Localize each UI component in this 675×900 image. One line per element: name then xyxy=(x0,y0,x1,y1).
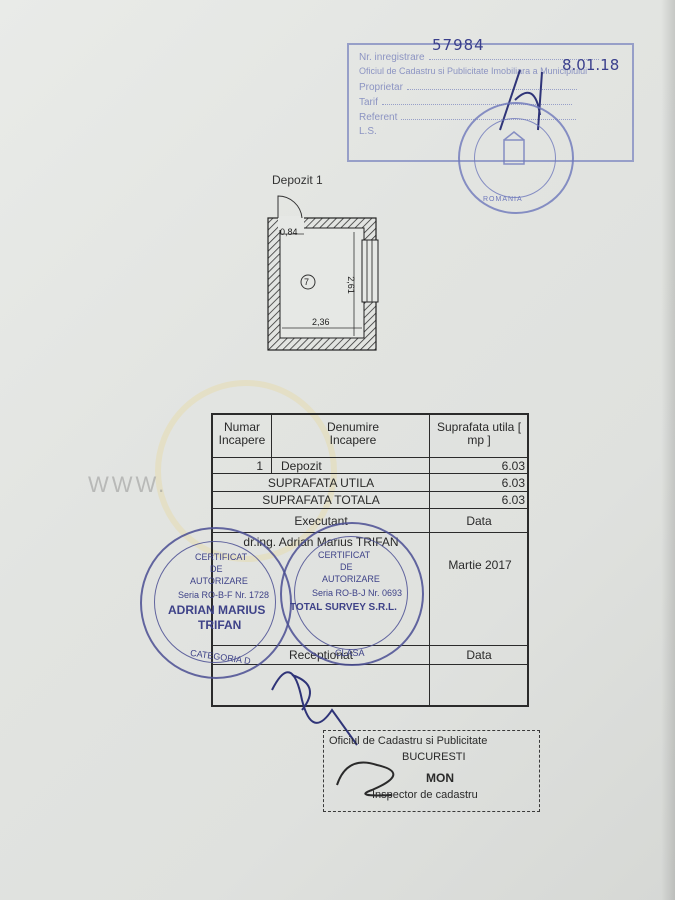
header-numar: Numar Incapere xyxy=(218,420,266,447)
left-stamp-series: Seria RO-B-F Nr. 1728 xyxy=(178,590,270,600)
room-number: 7 xyxy=(304,277,310,287)
dimension-top: 0,84 xyxy=(280,227,298,237)
watermark-url: WWW. xyxy=(88,472,168,497)
left-stamp-name1: ADRIAN MARIUS xyxy=(168,603,266,617)
ocpi-line4: Inspector de cadastru xyxy=(372,789,478,801)
dimension-side: 2,61 xyxy=(345,276,356,294)
ocpi-line2: BUCURESTI xyxy=(402,751,466,763)
right-stamp-line1: CERTIFICAT xyxy=(318,550,371,560)
suprafata-totala-value: 6.03 xyxy=(501,493,525,507)
left-stamp-name2: TRIFAN xyxy=(198,618,242,632)
stamp-line-nr: Nr. inregistrare xyxy=(359,49,599,65)
suprafata-totala-label: SUPRAFATA TOTALA xyxy=(262,493,380,507)
ocpi-line1: Oficiul de Cadastru si Publicitate xyxy=(329,735,488,747)
authorization-stamp-right xyxy=(280,522,424,666)
handwritten-registration-number: 57984 xyxy=(432,36,485,54)
dimension-bottom: 2,36 xyxy=(312,317,330,327)
stamp-line-proprietar: Proprietar xyxy=(359,79,577,95)
header-suprafata: Suprafata utila [ mp ] xyxy=(436,420,522,447)
executant-data-label: Data xyxy=(466,514,492,528)
stamp-line-ls: L.S. xyxy=(359,126,377,137)
left-stamp-line1: CERTIFICAT xyxy=(195,552,248,562)
suprafata-utila-label: SUPRAFATA UTILA xyxy=(267,476,375,490)
right-stamp-class: CLASA xyxy=(335,648,365,658)
inspector-signature xyxy=(336,761,395,797)
ocpi-line3: MON xyxy=(426,771,454,785)
seal-caption: ROMANIA xyxy=(483,196,523,203)
row-area: 6.03 xyxy=(501,459,525,473)
left-stamp-line3: AUTORIZARE xyxy=(190,576,248,586)
left-stamp-line2: DE xyxy=(210,564,223,574)
plan-title: Depozit 1 xyxy=(272,173,323,187)
handwritten-registration-date: 8.01.18 xyxy=(562,56,620,74)
executant-signature xyxy=(271,671,358,746)
stamp-line-tarif: Tarif xyxy=(359,94,572,110)
right-stamp-company: TOTAL SURVEY S.R.L. xyxy=(290,602,397,613)
row-name: Depozit xyxy=(281,459,322,473)
executant-date: Martie 2017 xyxy=(448,558,512,572)
floor-plan xyxy=(267,195,379,351)
row-nr: 1 xyxy=(256,459,263,473)
header-denumire: Denumire Incapere xyxy=(326,420,380,447)
round-seal xyxy=(458,102,574,214)
stamp-line-oficiul: Oficiul de Cadastru si Publicitate Imobi… xyxy=(359,66,588,76)
right-stamp-line3: AUTORIZARE xyxy=(322,574,380,584)
right-stamp-series: Seria RO-B-J Nr. 0693 xyxy=(312,588,403,598)
receptionat-data-label: Data xyxy=(466,648,492,662)
paper-edge-shadow xyxy=(661,0,675,900)
right-stamp-line2: DE xyxy=(340,562,353,572)
seal-emblem-icon xyxy=(503,131,525,165)
executant-label: Executant xyxy=(294,514,348,528)
ocpi-stamp: Oficiul de Cadastru si Publicitate BUCUR… xyxy=(323,730,540,812)
suprafata-utila-value: 6.03 xyxy=(501,476,525,490)
